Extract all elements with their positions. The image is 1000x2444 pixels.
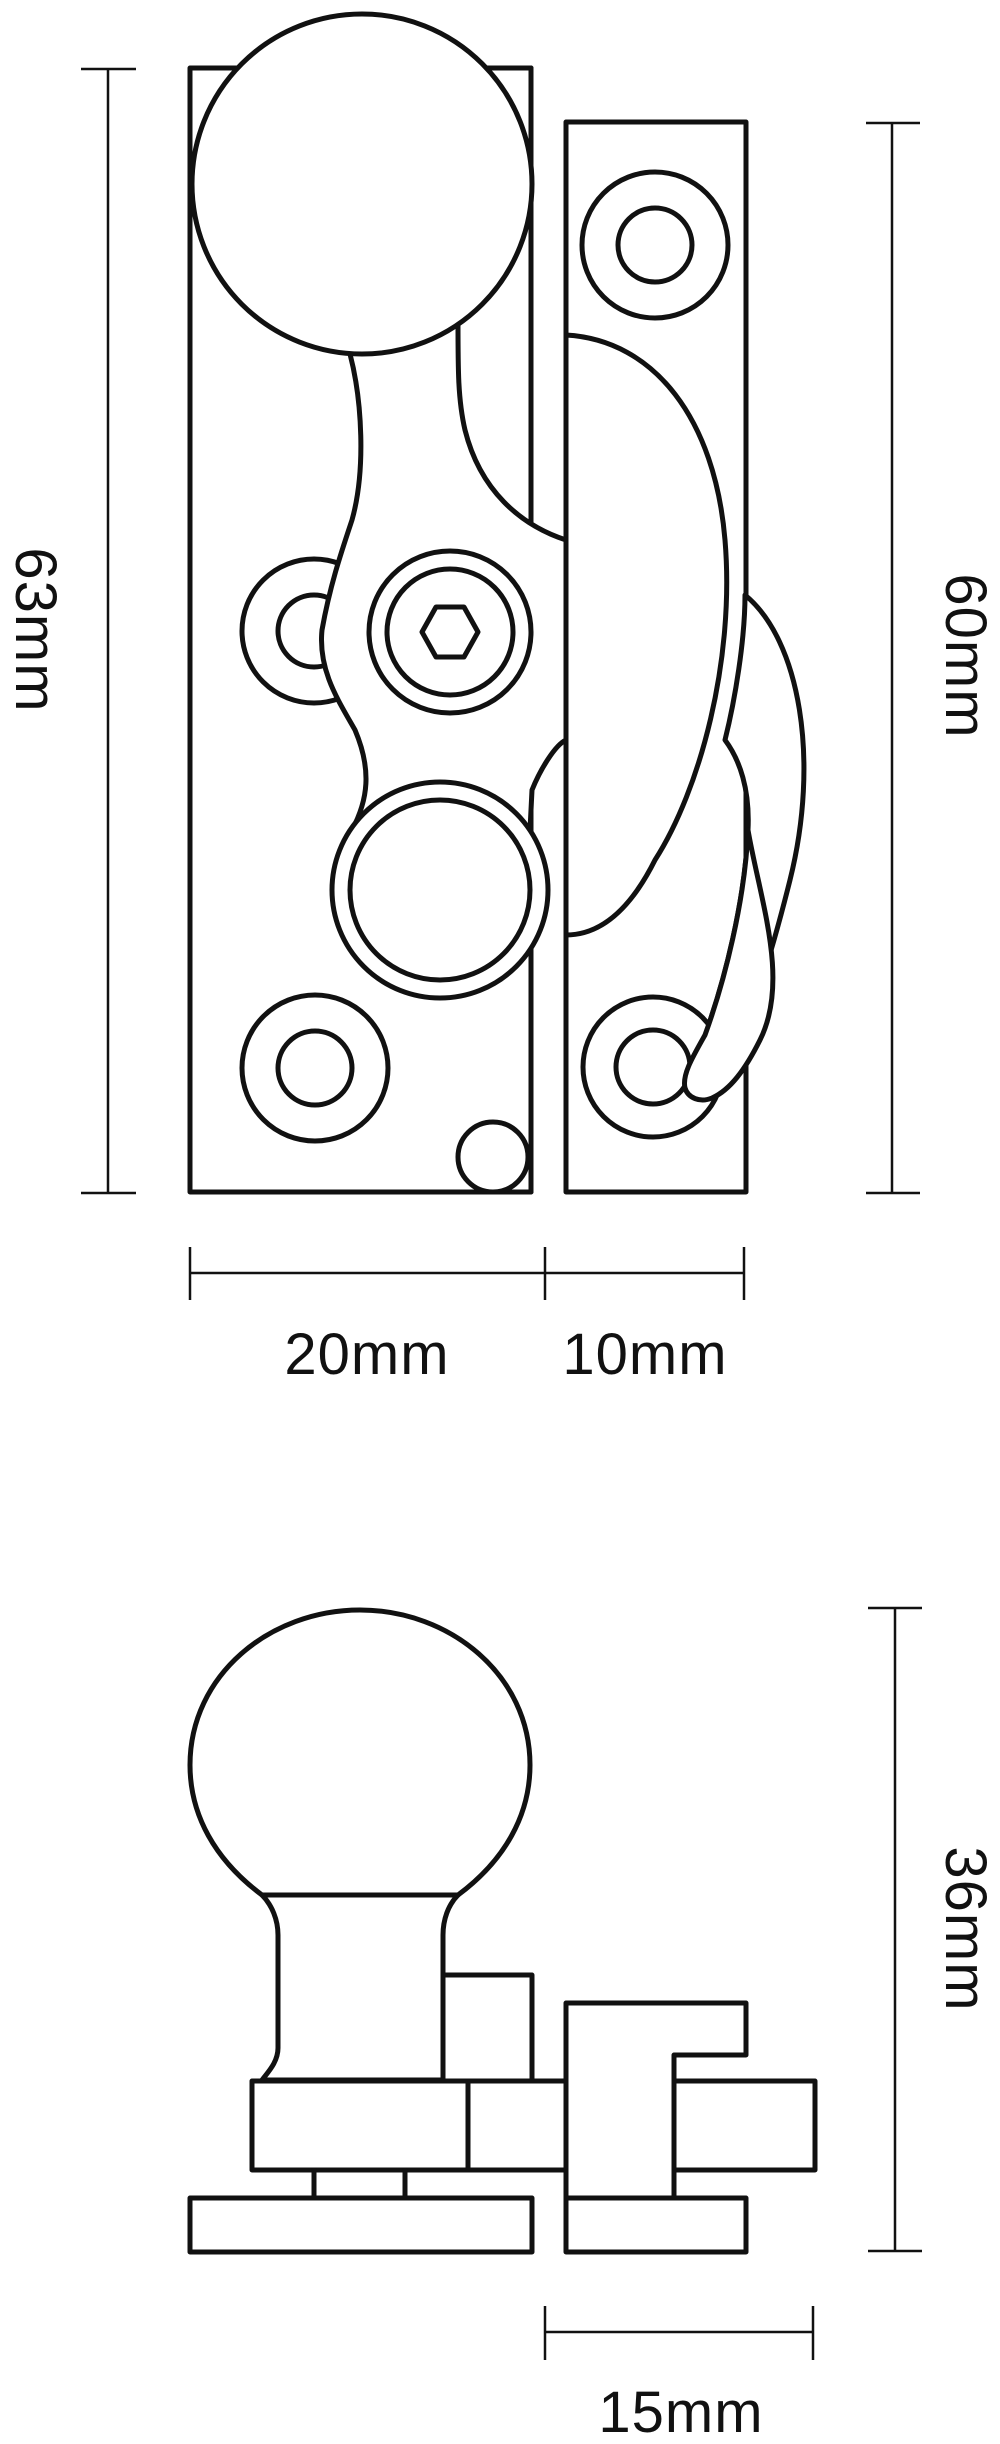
locating-pin (455, 1119, 531, 1195)
knob (189, 11, 535, 357)
side-keep-base-plate (563, 2195, 749, 2255)
dim-label-63mm: 63mm (3, 547, 68, 712)
side-knob (187, 1607, 533, 1898)
dim-20mm-10mm: 20mm 10mm (188, 1247, 746, 1387)
dim-label-20mm: 20mm (284, 1322, 449, 1387)
hex-socket-icon (419, 604, 481, 660)
dim-label-60mm: 60mm (933, 573, 998, 738)
keep-screw-bottom (580, 994, 726, 1140)
fastener-screw-bottom (239, 992, 391, 1144)
dim-60mm: 60mm (866, 121, 998, 1195)
side-keep-tongue (671, 2078, 818, 2173)
side-base-plate (187, 2195, 535, 2255)
side-neck (259, 1892, 461, 2083)
side-bolt-block (465, 2078, 569, 2173)
dim-label-15mm: 15mm (598, 2380, 763, 2444)
dim-36mm: 36mm (868, 1606, 998, 2253)
side-base-block (249, 2078, 471, 2173)
dim-63mm: 63mm (3, 67, 136, 1195)
dim-label-36mm: 36mm (933, 1846, 998, 2011)
cam-lever (563, 332, 730, 938)
dim-15mm: 15mm (543, 2306, 815, 2444)
ring-boss (329, 779, 551, 1001)
front-view: 63mm 60mm 20mm 10mm (3, 11, 998, 1387)
dim-label-10mm: 10mm (562, 1322, 727, 1387)
cam-lever-tail-tip (681, 827, 776, 1103)
pivot-screw (366, 548, 534, 716)
side-view: 36mm 15mm (187, 1606, 998, 2444)
keep-screw-top (579, 169, 731, 321)
side-lever-block (440, 1972, 535, 2084)
